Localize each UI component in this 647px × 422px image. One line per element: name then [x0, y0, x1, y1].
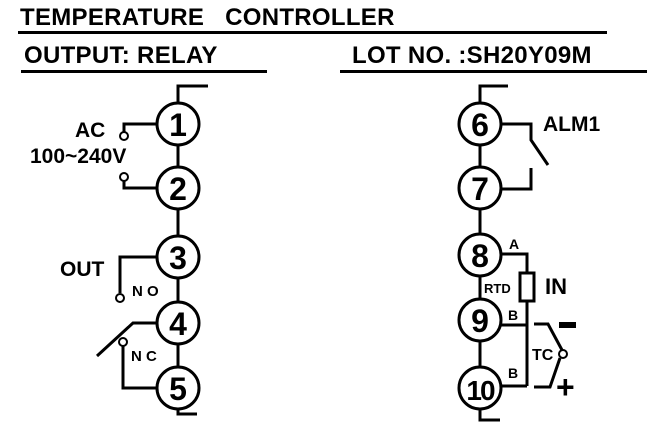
tc-minus-lead	[534, 322, 564, 351]
terminal-7-circle	[457, 165, 503, 211]
rtd-label: RTD	[484, 281, 511, 296]
lot-number-label: LOT NO. :SH20Y09M	[352, 42, 592, 69]
b-label-10: B	[508, 365, 518, 381]
terminal-1-circle	[155, 101, 201, 147]
output-type-label: OUTPUT: RELAY	[24, 42, 218, 69]
ac-wire-2	[122, 181, 157, 190]
alm-wire-top	[501, 122, 550, 166]
terminal-9-number: 9	[471, 303, 489, 339]
ac-contact-bottom	[119, 172, 129, 182]
ac-label: AC	[75, 119, 105, 142]
alm-wire-bottom	[501, 168, 533, 191]
terminal-4-number: 4	[169, 306, 187, 342]
terminal-2-number: 2	[169, 171, 187, 207]
tc-plus-lead	[534, 357, 562, 389]
left-top-lead	[176, 84, 208, 103]
right-top-lead	[478, 84, 508, 103]
terminal-8-circle	[457, 232, 503, 278]
no-contact	[115, 293, 125, 303]
nc-contact	[118, 337, 128, 347]
alm1-label: ALM1	[543, 113, 600, 136]
out-label: OUT	[60, 258, 105, 281]
terminal-8-number: 8	[471, 238, 489, 274]
terminal-5-circle	[155, 365, 201, 411]
nc-wire-top	[95, 321, 157, 358]
ac-wire-1	[122, 122, 157, 132]
terminal-3-number: 3	[169, 240, 187, 276]
terminal-1-number: 1	[169, 107, 187, 143]
no-wire	[118, 255, 157, 293]
terminal-4-circle	[155, 300, 201, 346]
input-label: IN	[545, 274, 567, 299]
rtd-wire-a	[501, 252, 529, 273]
lot-underline	[340, 70, 647, 73]
rtd-resistor	[518, 271, 536, 303]
tc-minus-sign	[559, 322, 576, 328]
tc-label: TC	[532, 347, 554, 364]
terminal-2-circle	[155, 165, 201, 211]
right-bottom-lead	[478, 409, 500, 422]
rtd-a-label: A	[509, 236, 519, 252]
terminal-10-number: 10	[466, 375, 495, 406]
ac-contact-top	[119, 131, 129, 141]
b-label-9: B	[508, 307, 518, 323]
nc-wire-bottom	[121, 345, 157, 390]
terminal-5-number: 5	[169, 371, 187, 407]
output-underline	[21, 70, 267, 73]
terminal-9-circle	[457, 297, 503, 343]
terminal-3-circle	[155, 234, 201, 280]
tc-junction	[558, 349, 568, 359]
tc-plus-sign: +	[556, 369, 575, 405]
diagram-title: TEMPERATURE CONTROLLER	[20, 4, 395, 31]
nc-label: N C	[131, 348, 157, 365]
terminal-6-circle	[457, 101, 503, 147]
title-underline	[18, 31, 306, 34]
no-label: N O	[132, 283, 159, 300]
voltage-label: 100~240V	[30, 145, 126, 168]
title-underline-right	[300, 31, 607, 34]
left-bottom-lead	[176, 409, 197, 416]
terminal-7-number: 7	[471, 171, 489, 207]
terminal-10-circle	[457, 365, 503, 411]
terminal-6-number: 6	[471, 107, 489, 143]
